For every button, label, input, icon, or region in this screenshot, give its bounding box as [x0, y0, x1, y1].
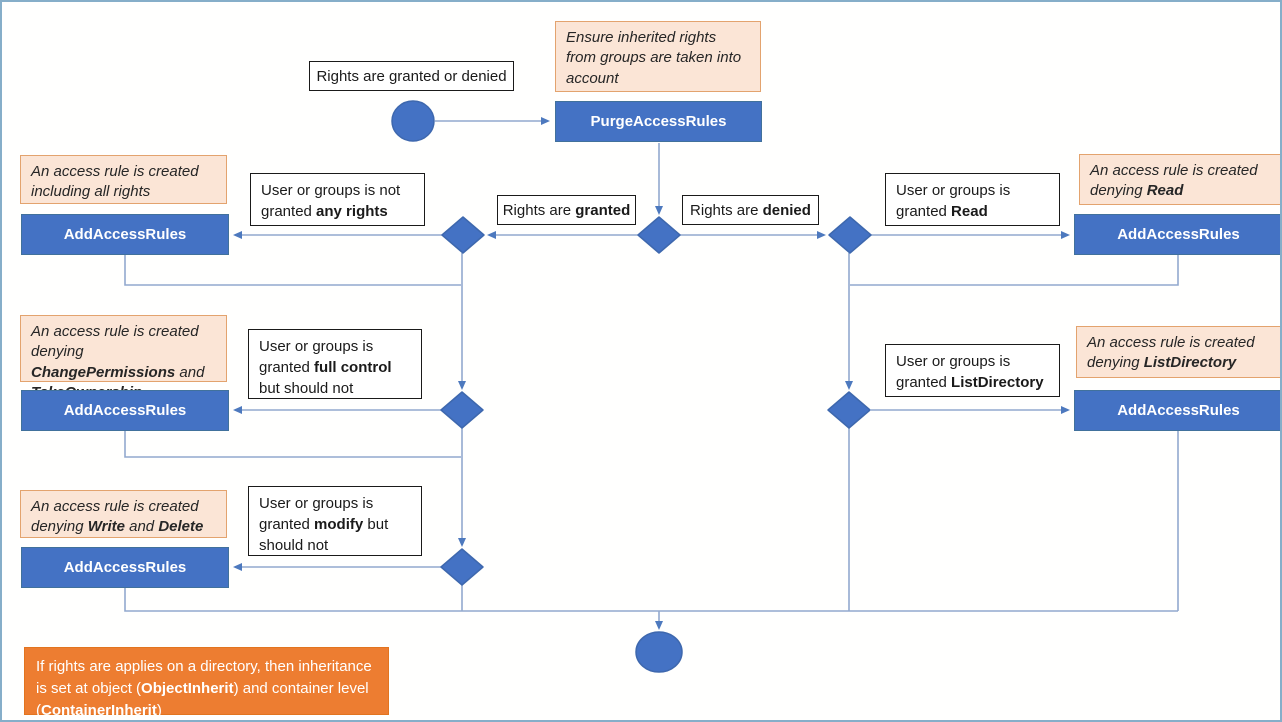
note-denying-listdirectory: An access rule is created denying ListDi…	[1076, 326, 1280, 378]
elbow-left-action1-return	[124, 255, 461, 286]
elbow-right-action1-return	[850, 255, 1179, 286]
add-access-rules-left-1-label: AddAccessRules	[63, 226, 187, 243]
decision-main	[637, 216, 681, 254]
condition-granted-listdirectory: User or groups is granted ListDirectory	[885, 344, 1060, 397]
inherit-note-text: Ensure inherited rights from groups are …	[566, 29, 742, 87]
start-caption-box: Rights are granted or denied	[309, 61, 514, 91]
elbow-bottom-collector	[124, 588, 1178, 612]
add-access-rules-right-2: AddAccessRules	[1074, 390, 1280, 431]
note-denying-read: An access rule is created denying Read	[1079, 154, 1280, 205]
add-access-rules-left-2: AddAccessRules	[21, 390, 229, 431]
add-access-rules-right-1-label: AddAccessRules	[1117, 226, 1240, 243]
note-all-rights: An access rule is created including all …	[20, 155, 227, 204]
denied-branch-text: Rights are denied	[690, 201, 811, 219]
add-access-rules-left-1: AddAccessRules	[21, 214, 229, 255]
granted-branch-text: Rights are granted	[502, 201, 631, 219]
inheritance-footer-text: If rights are applies on a directory, th…	[36, 658, 372, 719]
condition-granted-read: User or groups is granted Read	[885, 173, 1060, 226]
decision-left-2	[440, 391, 484, 429]
condition-modify: User or groups is granted modify but sho…	[248, 486, 422, 556]
elbow-left-action2-return	[124, 431, 461, 458]
end-node	[635, 631, 683, 673]
condition-modify-text: User or groups is granted modify but sho…	[259, 495, 389, 554]
inherit-note-box: Ensure inherited rights from groups are …	[555, 21, 761, 92]
add-access-rules-right-1: AddAccessRules	[1074, 214, 1280, 255]
note-denying-listdirectory-text: An access rule is created denying ListDi…	[1087, 334, 1255, 372]
condition-full-control: User or groups is granted full control b…	[248, 329, 422, 399]
decision-right-2	[827, 391, 871, 429]
add-access-rules-left-3-label: AddAccessRules	[63, 559, 187, 576]
decision-right-1	[828, 216, 872, 254]
condition-granted-read-text: User or groups is granted Read	[896, 182, 1011, 220]
note-denying-write-delete: An access rule is created denying Write …	[20, 490, 227, 538]
decision-left-3	[440, 548, 484, 586]
add-access-rules-left-2-label: AddAccessRules	[63, 402, 187, 419]
condition-no-rights-text: User or groups is not granted any rights	[261, 182, 401, 220]
granted-branch-label: Rights are granted	[497, 195, 636, 225]
add-access-rules-right-2-label: AddAccessRules	[1117, 402, 1240, 419]
denied-branch-label: Rights are denied	[682, 195, 819, 225]
note-all-rights-text: An access rule is created including all …	[31, 163, 199, 201]
inheritance-footer-box: If rights are applies on a directory, th…	[24, 647, 389, 719]
condition-no-rights: User or groups is not granted any rights	[250, 173, 425, 226]
add-access-rules-left-3: AddAccessRules	[21, 547, 229, 588]
condition-granted-listdirectory-text: User or groups is granted ListDirectory	[896, 353, 1044, 391]
purge-access-rules-label: PurgeAccessRules	[590, 113, 727, 130]
condition-full-control-text: User or groups is granted full control b…	[259, 338, 392, 397]
start-node	[391, 100, 435, 142]
note-denying-write-delete-text: An access rule is created denying Write …	[31, 498, 204, 536]
note-denying-read-text: An access rule is created denying Read	[1090, 162, 1258, 200]
note-denying-changepermissions-text: An access rule is created denying Change…	[31, 323, 205, 401]
decision-left-1	[441, 216, 485, 254]
purge-access-rules-box: PurgeAccessRules	[555, 101, 762, 142]
note-denying-changepermissions: An access rule is created denying Change…	[20, 315, 227, 401]
start-caption-label: Rights are granted or denied	[316, 67, 507, 85]
